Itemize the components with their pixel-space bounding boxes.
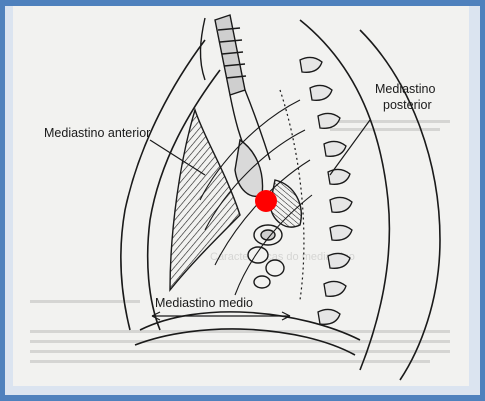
spine [300,57,352,324]
trachea [200,15,270,160]
label-mediastino-anterior: Mediastino anterior [44,126,150,140]
anterior-mediastinum-region [170,110,240,290]
label-mediastino-posterior-line2: posterior [383,98,432,112]
label-mediastino-posterior-line1: Mediastino [375,82,435,96]
label-mediastino-medio: Mediastino medio [155,296,253,310]
red-marker-dot [255,190,277,212]
great-vessels [235,140,301,288]
